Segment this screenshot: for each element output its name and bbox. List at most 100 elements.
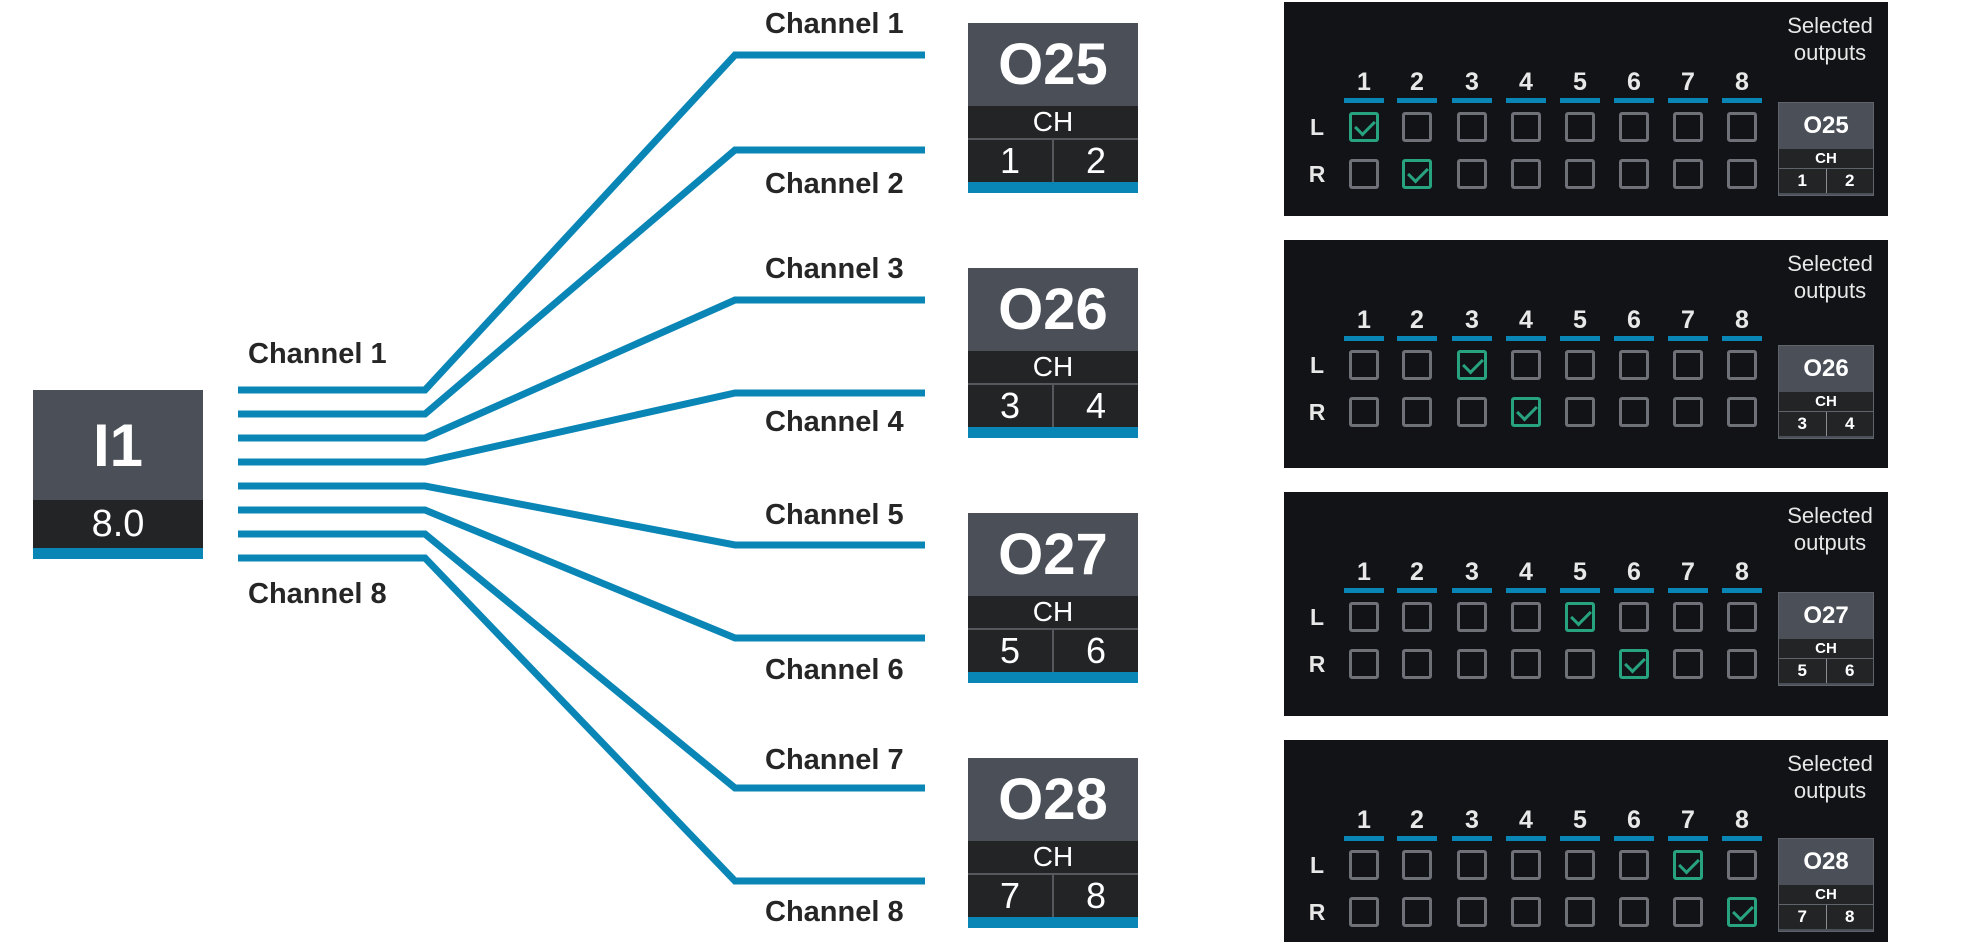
checkbox-l-7[interactable] <box>1673 850 1703 880</box>
checkbox-r-6[interactable] <box>1619 159 1649 189</box>
checkbox-l-3[interactable] <box>1457 602 1487 632</box>
checkbox-l-1[interactable] <box>1349 850 1379 880</box>
checkbox-l-2[interactable] <box>1402 350 1432 380</box>
checkbox-l-7[interactable] <box>1673 112 1703 142</box>
matrix-row-label-l: L <box>1309 114 1325 140</box>
checkbox-r-7[interactable] <box>1673 159 1703 189</box>
checkbox-l-4[interactable] <box>1511 850 1541 880</box>
checkbox-r-5[interactable] <box>1565 397 1595 427</box>
checkbox-r-4[interactable] <box>1511 649 1541 679</box>
matrix-column-underline <box>1452 588 1492 593</box>
output-channel-right: 6 <box>1085 630 1107 671</box>
checkbox-l-5[interactable] <box>1565 602 1595 632</box>
mini-output-ch-label: CH <box>1779 149 1873 169</box>
checkbox-r-3[interactable] <box>1457 897 1487 927</box>
checkbox-r-4[interactable] <box>1511 397 1541 427</box>
checkbox-r-6[interactable] <box>1619 649 1649 679</box>
checkbox-l-5[interactable] <box>1565 112 1595 142</box>
matrix-column-label: 1 <box>1357 68 1371 96</box>
mini-output-channel-left: 3 <box>1779 412 1827 436</box>
checkbox-r-3[interactable] <box>1457 649 1487 679</box>
checkbox-l-5[interactable] <box>1565 850 1595 880</box>
matrix-column-label: 7 <box>1681 806 1695 834</box>
mini-output-channel-right: 8 <box>1845 907 1855 926</box>
checkbox-r-7[interactable] <box>1673 397 1703 427</box>
checkbox-l-4[interactable] <box>1511 112 1541 142</box>
checkbox-l-8[interactable] <box>1727 850 1757 880</box>
checkbox-r-2[interactable] <box>1402 159 1432 189</box>
checkbox-r-8[interactable] <box>1727 397 1757 427</box>
matrix-column-underline <box>1560 836 1600 841</box>
checkbox-r-8[interactable] <box>1727 649 1757 679</box>
checkbox-r-1[interactable] <box>1349 649 1379 679</box>
checkbox-l-4[interactable] <box>1511 350 1541 380</box>
matrix-column-label: 2 <box>1410 806 1424 834</box>
input-name: I1 <box>33 390 203 500</box>
checkbox-l-2[interactable] <box>1402 602 1432 632</box>
matrix-row-label-r: R <box>1308 899 1326 925</box>
selected-outputs-title-line1: Selected <box>1787 503 1873 528</box>
checkbox-r-2[interactable] <box>1402 897 1432 927</box>
checkbox-r-6[interactable] <box>1619 397 1649 427</box>
checkbox-r-5[interactable] <box>1565 897 1595 927</box>
matrix-column-label: 1 <box>1357 306 1371 334</box>
matrix-column-label: 4 <box>1519 306 1533 334</box>
route-line-channel-3 <box>238 296 925 442</box>
matrix-column-label: 4 <box>1519 68 1533 96</box>
checkbox-r-8[interactable] <box>1727 897 1757 927</box>
checkbox-l-3[interactable] <box>1457 350 1487 380</box>
output-channel-right: 4 <box>1085 385 1107 426</box>
matrix-column-label: 5 <box>1573 306 1587 334</box>
output-channel-label: Channel 5 <box>765 499 904 531</box>
output-channel-label: Channel 4 <box>765 406 904 438</box>
matrix-column-underline <box>1614 588 1654 593</box>
matrix-column-underline <box>1344 836 1384 841</box>
checkbox-l-6[interactable] <box>1619 112 1649 142</box>
output-channel-left: 1 <box>968 140 1054 182</box>
checkbox-l-3[interactable] <box>1457 850 1487 880</box>
checkbox-l-6[interactable] <box>1619 350 1649 380</box>
checkbox-l-8[interactable] <box>1727 602 1757 632</box>
checkbox-r-4[interactable] <box>1511 897 1541 927</box>
matrix-column-label: 7 <box>1681 306 1695 334</box>
matrix-column-underline <box>1452 336 1492 341</box>
checkbox-r-1[interactable] <box>1349 397 1379 427</box>
checkbox-l-1[interactable] <box>1349 602 1379 632</box>
checkbox-l-3[interactable] <box>1457 112 1487 142</box>
checkbox-l-6[interactable] <box>1619 602 1649 632</box>
checkbox-r-6[interactable] <box>1619 897 1649 927</box>
checkbox-r-5[interactable] <box>1565 649 1595 679</box>
checkbox-r-4[interactable] <box>1511 159 1541 189</box>
checkbox-r-8[interactable] <box>1727 159 1757 189</box>
checkbox-r-7[interactable] <box>1673 897 1703 927</box>
checkbox-l-2[interactable] <box>1402 850 1432 880</box>
checkbox-l-8[interactable] <box>1727 350 1757 380</box>
checkbox-r-1[interactable] <box>1349 897 1379 927</box>
output-ch-label: CH <box>968 841 1138 875</box>
matrix-column-underline <box>1722 836 1762 841</box>
checkbox-l-1[interactable] <box>1349 112 1379 142</box>
checkbox-r-1[interactable] <box>1349 159 1379 189</box>
checkbox-l-5[interactable] <box>1565 350 1595 380</box>
checkbox-r-3[interactable] <box>1457 159 1487 189</box>
checkbox-l-2[interactable] <box>1402 112 1432 142</box>
checkbox-l-7[interactable] <box>1673 350 1703 380</box>
route-line-channel-2 <box>238 146 925 418</box>
checkbox-r-2[interactable] <box>1402 397 1432 427</box>
checkbox-l-8[interactable] <box>1727 112 1757 142</box>
matrix-column-underline <box>1344 98 1384 103</box>
checkbox-l-1[interactable] <box>1349 350 1379 380</box>
matrix-column-label: 5 <box>1573 68 1587 96</box>
matrix-column-label: 8 <box>1735 306 1749 334</box>
checkbox-l-4[interactable] <box>1511 602 1541 632</box>
matrix-column-underline <box>1397 836 1437 841</box>
matrix-row-label-l: L <box>1309 604 1325 630</box>
checkbox-r-2[interactable] <box>1402 649 1432 679</box>
checkbox-l-6[interactable] <box>1619 850 1649 880</box>
checkbox-r-5[interactable] <box>1565 159 1595 189</box>
checkbox-r-3[interactable] <box>1457 397 1487 427</box>
checkbox-l-7[interactable] <box>1673 602 1703 632</box>
checkbox-r-7[interactable] <box>1673 649 1703 679</box>
